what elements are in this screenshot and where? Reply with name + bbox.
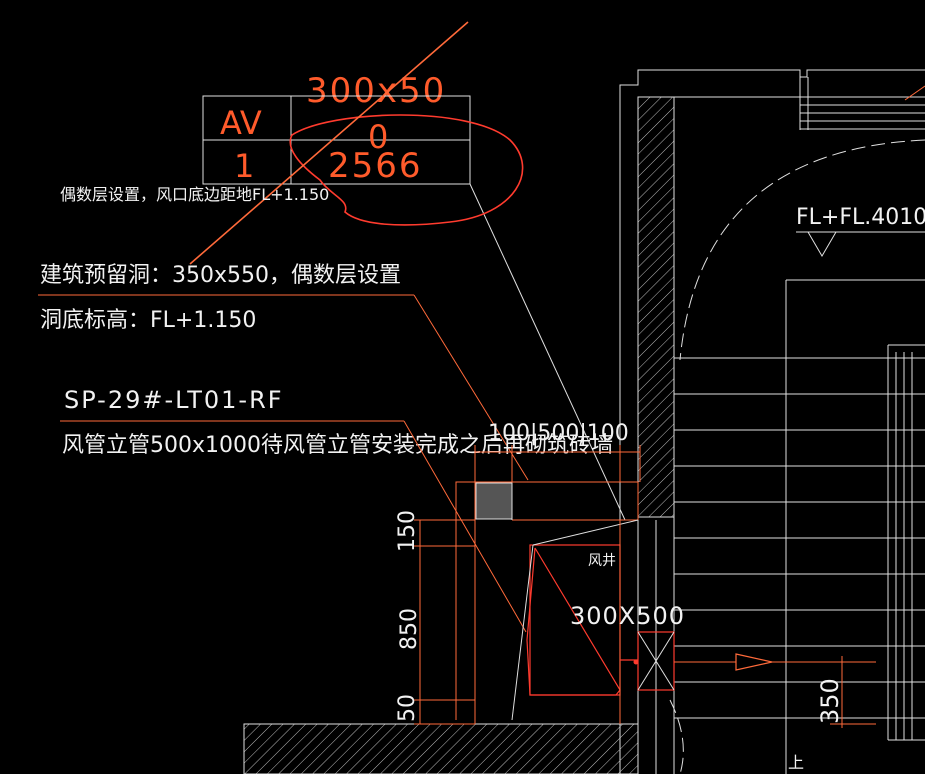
opening-dimension: 300X500 [570, 602, 685, 630]
dim-50: 50 [395, 694, 420, 722]
level-label: FL+FL.4010 [796, 205, 925, 230]
markup-slash [189, 21, 469, 265]
shaft-label: 风井 [588, 553, 616, 569]
hole-note-line2: 洞底标高：FL+1.150 [40, 308, 256, 333]
gray-fill-block [475, 482, 513, 520]
top-dimension: 100|500|100 [488, 421, 629, 446]
hole-note-line1: 建筑预留洞：350x550，偶数层设置 [40, 263, 401, 288]
duct-description: 风管立管500x1000待风管立管安装完成之后再砌筑砖墙 [62, 433, 613, 458]
dim-150: 150 [395, 510, 420, 552]
even-floor-note: 偶数层设置，风口底边距地FL+1.150 [60, 185, 329, 204]
av-col2-val: 2566 [328, 146, 423, 186]
wall-and-stair-area: FL+FL.4010 上 [619, 69, 925, 774]
av-col1-val: 1 [234, 147, 254, 185]
markup-ellipse [289, 114, 524, 226]
shaft-detail: 100|500|100 风井 300X500 3 [395, 421, 876, 728]
dim-350: 350 [816, 678, 844, 724]
av-size-label: 300x50 [306, 71, 446, 111]
up-label: 上 [788, 753, 804, 772]
hatched-wall [637, 96, 675, 518]
dim-850: 850 [397, 608, 422, 650]
av-col2-head: 0 [368, 118, 388, 156]
av-col1-head: AV [220, 104, 262, 142]
duct-tag: SP-29#-LT01-RF [64, 386, 284, 414]
hatched-floor [243, 520, 657, 774]
notes: 偶数层设置，风口底边距地FL+1.150 建筑预留洞：350x550，偶数层设置… [38, 185, 613, 633]
